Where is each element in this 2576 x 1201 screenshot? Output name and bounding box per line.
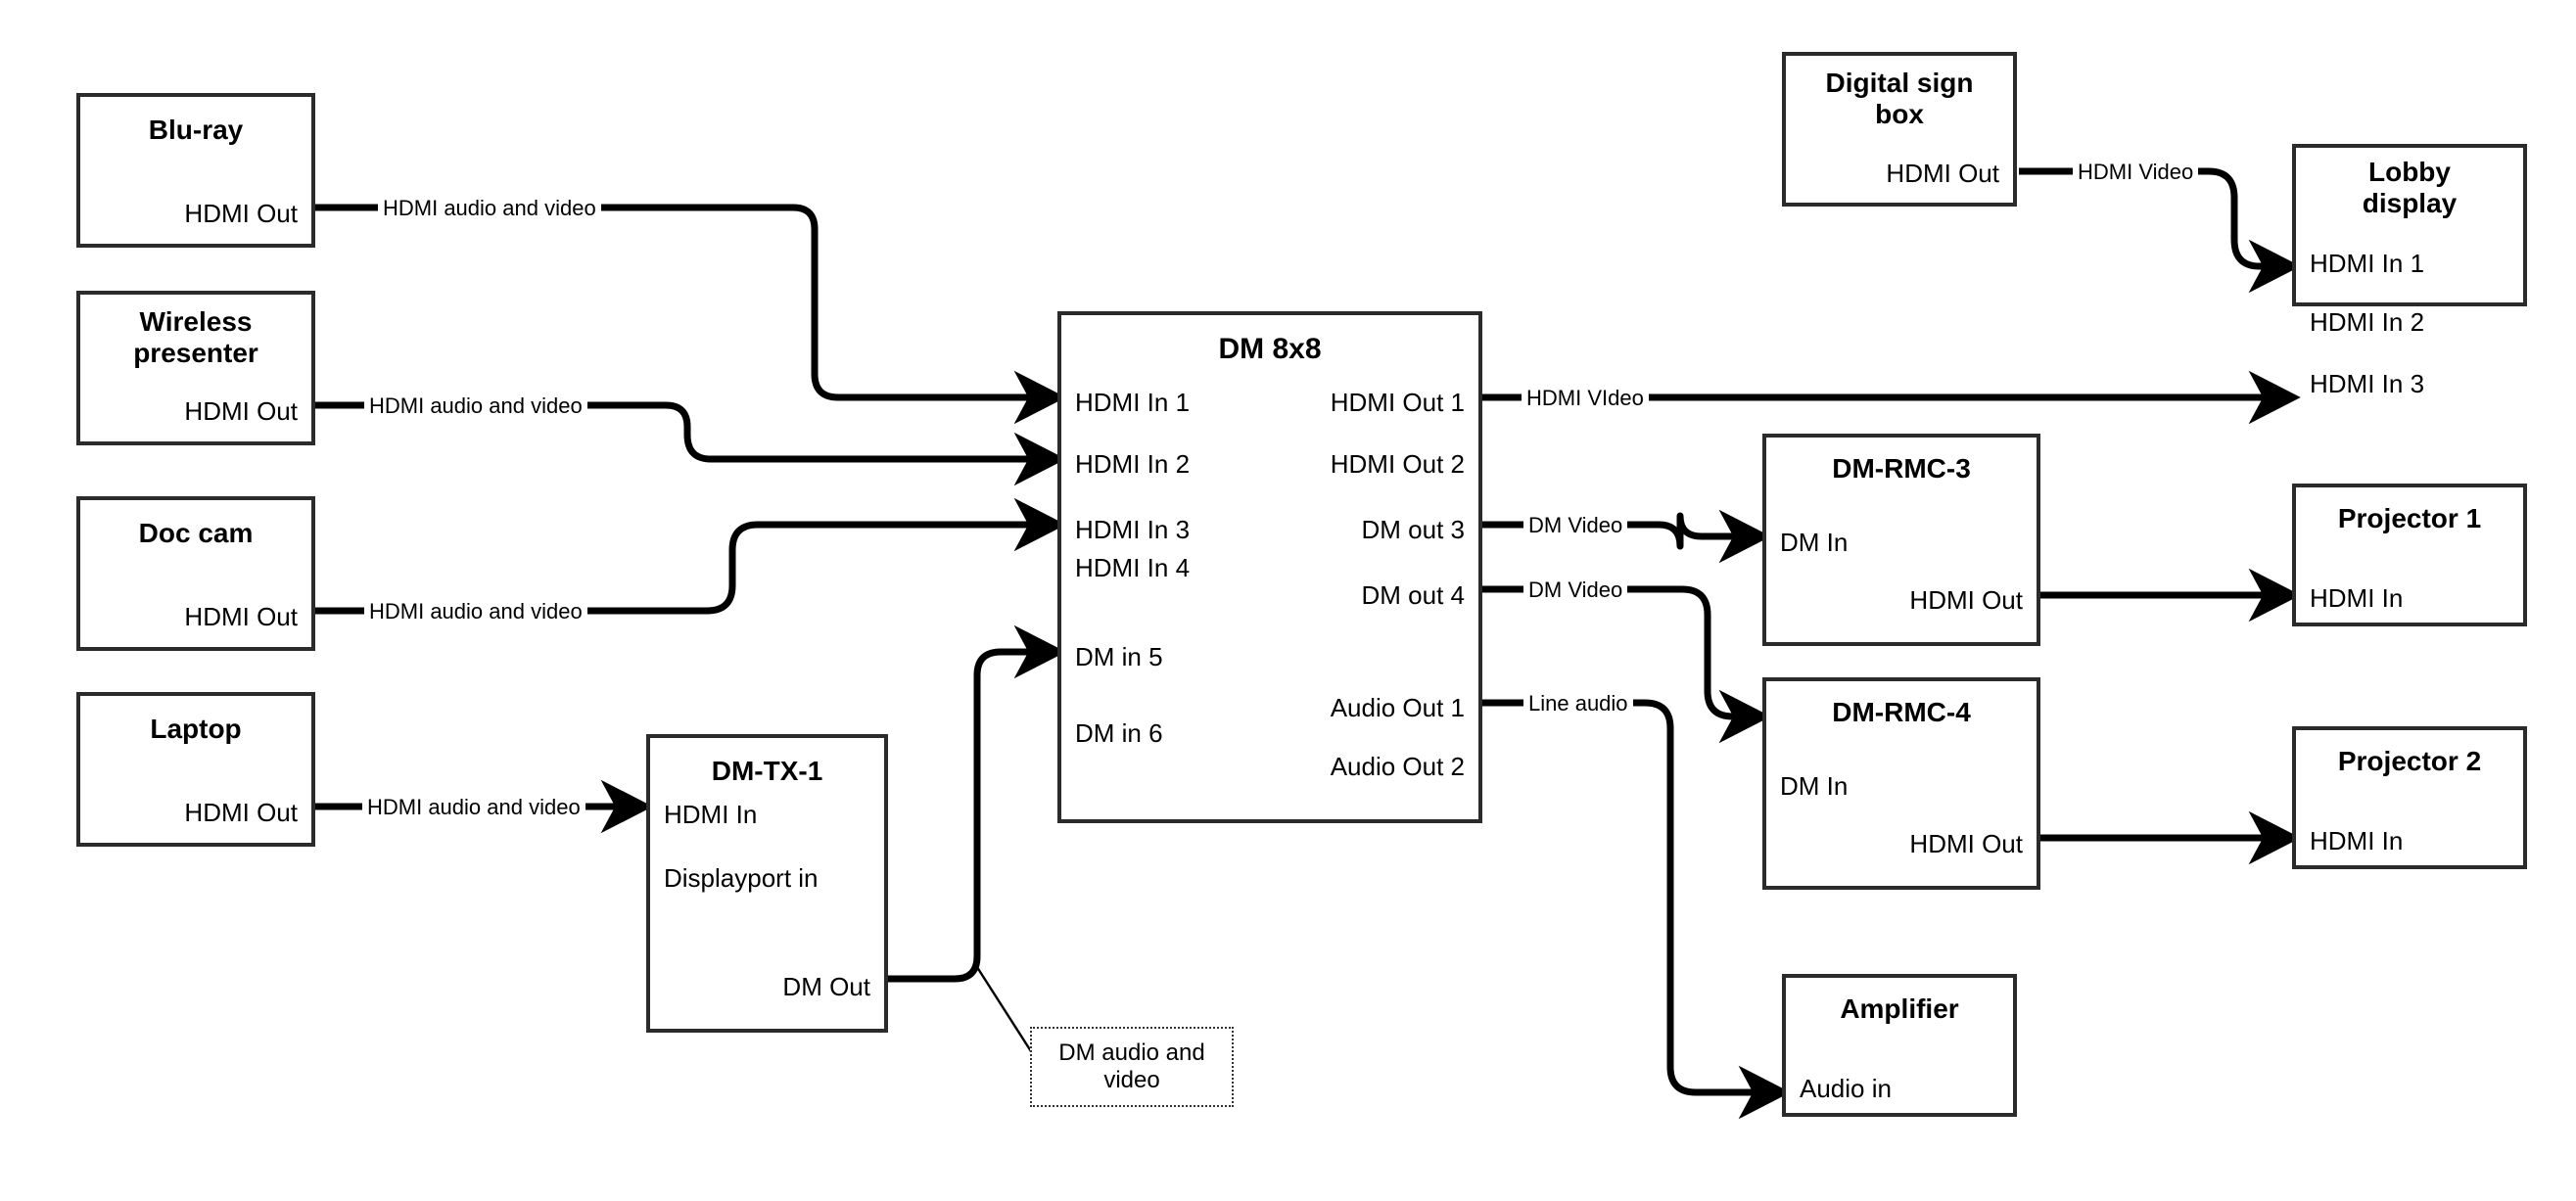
- node-dm-rmc-3-title: DM-RMC-3: [1832, 453, 1971, 484]
- edge-label-dm-out3: DM Video: [1523, 515, 1628, 536]
- node-lobby-display-input-hdmi-in-2: HDMI In 2: [2310, 307, 2425, 337]
- node-dm-tx-1-title: DM-TX-1: [711, 756, 823, 786]
- node-digital-sign-box[interactable]: Digital sign box HDMI Out: [1782, 52, 2017, 207]
- wire-digitalsign-to-lobby: [2019, 167, 2301, 294]
- wire-dm8x8-out4-to-dmrmc4: [1482, 585, 1771, 744]
- node-bluray[interactable]: Blu-ray HDMI Out: [76, 93, 315, 248]
- node-lobby-display-title: Lobby display: [2362, 157, 2458, 218]
- node-dm-tx-1-port-displayport-in: Displayport in: [664, 863, 819, 893]
- node-bluray-port-hdmi-out: HDMI Out: [184, 199, 298, 228]
- node-wireless-presenter-title: Wireless presenter: [133, 306, 258, 368]
- node-projector-2-port-hdmi-in: HDMI In: [2310, 826, 2404, 855]
- node-laptop-title: Laptop: [150, 714, 242, 744]
- wire-doccam-to-dm8x8: [315, 497, 1066, 615]
- wire-dm8x8-audio-to-amplifier: [1482, 699, 1791, 1120]
- node-digital-sign-box-port-hdmi-out: HDMI Out: [1886, 159, 1999, 188]
- node-dm-8x8[interactable]: DM 8x8 HDMI In 1 HDMI In 2 HDMI In 3 HDM…: [1057, 311, 1482, 823]
- node-dm-8x8-input-hdmi-in-2: HDMI In 2: [1075, 449, 1191, 479]
- node-dm-rmc-3-port-dm-in: DM In: [1780, 528, 1849, 557]
- node-amplifier-port-audio-in: Audio in: [1800, 1074, 1892, 1103]
- node-dm-8x8-title: DM 8x8: [1218, 333, 1322, 365]
- node-dm-8x8-input-dm-in-5: DM in 5: [1075, 642, 1163, 671]
- node-dm-rmc-4[interactable]: DM-RMC-4 DM In HDMI Out: [1762, 677, 2040, 890]
- node-bluray-title: Blu-ray: [148, 115, 244, 145]
- node-dm-rmc-4-port-dm-in: DM In: [1780, 771, 1849, 801]
- node-laptop[interactable]: Laptop HDMI Out: [76, 692, 315, 847]
- node-lobby-display-input-hdmi-in-1: HDMI In 1: [2310, 249, 2425, 278]
- wire-dmtx1-to-dm8x8: [888, 624, 1066, 983]
- wire-wireless-to-dm8x8: [315, 401, 1066, 486]
- node-wireless-presenter[interactable]: Wireless presenter HDMI Out: [76, 291, 315, 445]
- node-dm-8x8-output-audio-out-2: Audio Out 2: [1330, 752, 1465, 781]
- node-dm-8x8-output-hdmi-out-1: HDMI Out 1: [1330, 388, 1465, 417]
- node-amplifier[interactable]: Amplifier Audio in: [1782, 974, 2017, 1117]
- node-amplifier-title: Amplifier: [1840, 993, 1959, 1024]
- node-dm-tx-1[interactable]: DM-TX-1 HDMI In Displayport in DM Out: [646, 734, 888, 1033]
- edge-label-bluray: HDMI audio and video: [378, 198, 601, 219]
- node-projector-1[interactable]: Projector 1 HDMI In: [2292, 484, 2527, 626]
- node-digital-sign-box-title: Digital sign box: [1825, 68, 1974, 129]
- node-dm-tx-1-port-hdmi-in: HDMI In: [664, 800, 758, 829]
- node-dm-8x8-output-dm-out-3: DM out 3: [1361, 515, 1466, 544]
- node-projector-1-port-hdmi-in: HDMI In: [2310, 583, 2404, 613]
- node-doc-cam-title: Doc cam: [138, 518, 254, 548]
- node-lobby-display[interactable]: Lobby display HDMI In 1 HDMI In 2 HDMI I…: [2292, 144, 2527, 396]
- node-dm-8x8-output-hdmi-out-2: HDMI Out 2: [1330, 449, 1465, 479]
- edge-label-wireless: HDMI audio and video: [364, 395, 587, 417]
- edge-label-sign-to-lobby: HDMI Video: [2073, 162, 2199, 183]
- node-dm-8x8-output-audio-out-1: Audio Out 1: [1330, 693, 1465, 722]
- node-dm-8x8-input-hdmi-in-3: HDMI In 3: [1075, 515, 1191, 544]
- node-dm-tx-1-port-dm-out: DM Out: [782, 972, 870, 1001]
- node-laptop-port-hdmi-out: HDMI Out: [184, 798, 298, 827]
- node-wireless-presenter-port-hdmi-out: HDMI Out: [184, 396, 298, 426]
- wire-dm8x8-out3-to-dmrmc3: [1482, 509, 1771, 564]
- edge-label-laptop: HDMI audio and video: [362, 797, 585, 818]
- edge-label-dm-out1-lobby: HDMI VIdeo: [1522, 388, 1649, 409]
- wire-bluray-to-dm8x8: [315, 204, 1066, 425]
- node-dm-8x8-input-dm-in-6: DM in 6: [1075, 718, 1163, 748]
- edge-label-doccam: HDMI audio and video: [364, 601, 587, 623]
- node-doc-cam[interactable]: Doc cam HDMI Out: [76, 496, 315, 651]
- wire-note-leader: [973, 963, 1040, 1063]
- node-dm-8x8-input-hdmi-in-4: HDMI In 4: [1075, 553, 1191, 582]
- node-dm-rmc-4-title: DM-RMC-4: [1832, 697, 1971, 727]
- node-dm-rmc-3-port-hdmi-out: HDMI Out: [1909, 585, 2023, 615]
- node-dm-rmc-3[interactable]: DM-RMC-3 DM In HDMI Out: [1762, 434, 2040, 646]
- node-projector-2-title: Projector 2: [2337, 746, 2482, 776]
- node-projector-1-title: Projector 1: [2337, 503, 2482, 533]
- node-lobby-display-input-hdmi-in-3: HDMI In 3: [2310, 369, 2425, 398]
- node-dm-8x8-input-hdmi-in-1: HDMI In 1: [1075, 388, 1191, 417]
- node-dm-rmc-4-port-hdmi-out: HDMI Out: [1909, 829, 2023, 858]
- node-projector-2[interactable]: Projector 2 HDMI In: [2292, 726, 2527, 869]
- edge-label-line-audio: Line audio: [1523, 693, 1633, 715]
- node-doc-cam-port-hdmi-out: HDMI Out: [184, 602, 298, 631]
- edge-label-dm-out4: DM Video: [1523, 579, 1628, 601]
- note-dm-audio-and-video: DM audio and video: [1030, 1027, 1234, 1107]
- node-dm-8x8-output-dm-out-4: DM out 4: [1361, 580, 1466, 610]
